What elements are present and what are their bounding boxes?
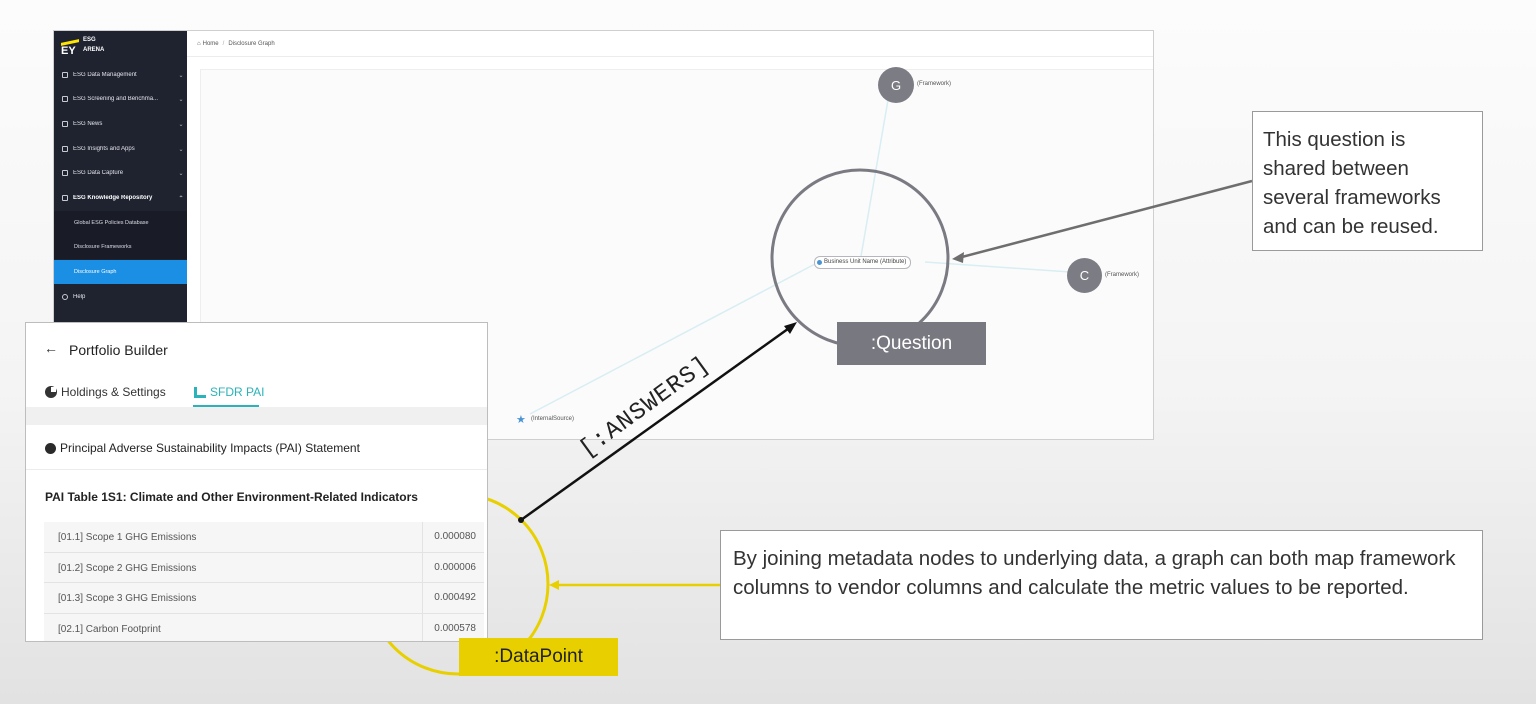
sidebar-item-label: ESG Knowledge Repository	[73, 195, 153, 201]
home-icon: ⌂	[197, 40, 201, 47]
attribute-node-pill[interactable]: Business Unit Name (Attribute)	[814, 256, 912, 269]
framework-node-c[interactable]: C	[1067, 258, 1102, 293]
callout-shared-question: This question is shared between several …	[1252, 111, 1483, 251]
node-letter: C	[1079, 268, 1090, 283]
table-row[interactable]: [01.2] Scope 2 GHG Emissions 0.000006	[44, 552, 484, 583]
portfolio-builder-panel: ← Portfolio Builder Holdings & Settings …	[25, 322, 488, 642]
chevron-down-icon: ⌄	[178, 72, 184, 79]
row-value: 0.000006	[422, 552, 484, 582]
attribute-node-label: Business Unit Name (Attribute)	[824, 259, 907, 265]
divider	[26, 469, 487, 470]
question-label: :Question	[837, 322, 986, 365]
sidebar-item-insights[interactable]: ESG Insights and Apps ⌄	[54, 137, 187, 161]
breadcrumb-home[interactable]: Home	[202, 40, 219, 47]
sidebar-item-label: ESG Data Management	[73, 72, 137, 78]
sidebar-item-label: ESG News	[73, 121, 103, 127]
internal-source-tag: (InternalSource)	[531, 416, 575, 422]
row-label: [01.2] Scope 2 GHG Emissions	[58, 562, 197, 574]
ey-logo[interactable]: EY ESG ARENA	[61, 37, 121, 61]
row-label: [02.1] Carbon Footprint	[58, 623, 161, 635]
node-letter: G	[890, 77, 902, 93]
pie-chart-icon	[45, 386, 57, 398]
panel-title: Portfolio Builder	[69, 342, 168, 358]
sidebar-item-label: ESG Data Capture	[73, 170, 124, 176]
row-value: 0.000492	[422, 583, 484, 613]
chevron-up-icon: ⌃	[178, 195, 184, 202]
sidebar-subitem-disclosure-frameworks[interactable]: Disclosure Frameworks	[54, 235, 187, 259]
pai-table-title: PAI Table 1S1: Climate and Other Environ…	[45, 490, 418, 504]
sidebar-item-label: ESG Screening and Benchma...	[73, 96, 159, 102]
breadcrumb-separator: /	[222, 40, 225, 47]
star-icon[interactable]: ★	[516, 414, 526, 426]
target-icon	[62, 96, 68, 102]
callout-joining-metadata: By joining metadata nodes to underlying …	[720, 530, 1483, 640]
logo-text-line1: ESG	[83, 37, 96, 43]
sidebar-item-news[interactable]: ESG News ⌄	[54, 112, 187, 136]
apps-icon	[62, 146, 68, 152]
back-arrow-icon[interactable]: ←	[44, 340, 58, 356]
chevron-down-icon: ⌄	[178, 146, 184, 153]
chevron-down-icon: ⌄	[178, 170, 184, 177]
logo-text-line2: ARENA	[83, 47, 105, 53]
table-row[interactable]: [01.1] Scope 1 GHG Emissions 0.000080	[44, 522, 484, 553]
tab-holdings-settings[interactable]: Holdings & Settings	[45, 385, 166, 399]
tab-sfdr-pai[interactable]: SFDR PAI	[194, 385, 264, 399]
chevron-down-icon: ⌄	[178, 96, 184, 103]
news-icon	[62, 121, 68, 127]
globe-icon	[45, 442, 56, 454]
sidebar-item-label: Help	[73, 294, 86, 300]
panel-header: ← Portfolio Builder Holdings & Settings …	[26, 323, 487, 407]
row-label: [01.1] Scope 1 GHG Emissions	[58, 532, 197, 543]
tab-label: SFDR PAI	[210, 385, 265, 399]
row-label: [01.3] Scope 3 GHG Emissions	[58, 593, 197, 604]
chevron-down-icon: ⌄	[178, 121, 184, 128]
breadcrumb: ⌂ Home / Disclosure Graph	[187, 31, 1153, 57]
pai-table: [01.1] Scope 1 GHG Emissions 0.000080 [0…	[44, 522, 484, 641]
flag-icon	[194, 386, 206, 398]
datapoint-label: :DataPoint	[459, 638, 618, 676]
framework-node-g[interactable]: G	[878, 67, 914, 103]
sidebar-subitem-policies-database[interactable]: Global ESG Policies Database	[54, 211, 187, 235]
pencil-icon	[62, 72, 68, 78]
logo-mark: EY	[61, 45, 76, 57]
sidebar-item-data-management[interactable]: ESG Data Management ⌄	[54, 63, 187, 87]
help-icon	[62, 294, 68, 300]
sidebar-item-label: ESG Insights and Apps	[73, 146, 135, 152]
sidebar-item-screening[interactable]: ESG Screening and Benchma... ⌄	[54, 87, 187, 111]
sidebar-item-help[interactable]: Help	[54, 285, 187, 309]
sidebar-item-data-capture[interactable]: ESG Data Capture ⌄	[54, 161, 187, 185]
attribute-dot-icon	[817, 260, 822, 265]
pai-statement-label: Principal Adverse Sustainability Impacts…	[60, 441, 360, 455]
breadcrumb-current: Disclosure Graph	[228, 40, 275, 47]
table-row[interactable]: [02.1] Carbon Footprint 0.000578	[44, 613, 484, 641]
table-row[interactable]: [01.3] Scope 3 GHG Emissions 0.000492	[44, 583, 484, 614]
framework-node-c-tag: (Framework)	[1105, 272, 1139, 278]
pai-statement-heading[interactable]: Principal Adverse Sustainability Impacts…	[45, 441, 360, 455]
tab-label: Holdings & Settings	[61, 385, 166, 399]
section-divider	[26, 407, 487, 425]
active-tab-indicator	[193, 405, 259, 407]
globe-icon	[62, 195, 68, 201]
sidebar-subitem-disclosure-graph[interactable]: Disclosure Graph	[54, 260, 187, 284]
sidebar-item-knowledge-repository[interactable]: ESG Knowledge Repository ⌃	[54, 186, 187, 210]
framework-node-g-tag: (Framework)	[917, 81, 951, 87]
row-value: 0.000080	[422, 522, 484, 552]
capture-icon	[62, 170, 68, 176]
row-value: 0.000578	[422, 613, 484, 641]
